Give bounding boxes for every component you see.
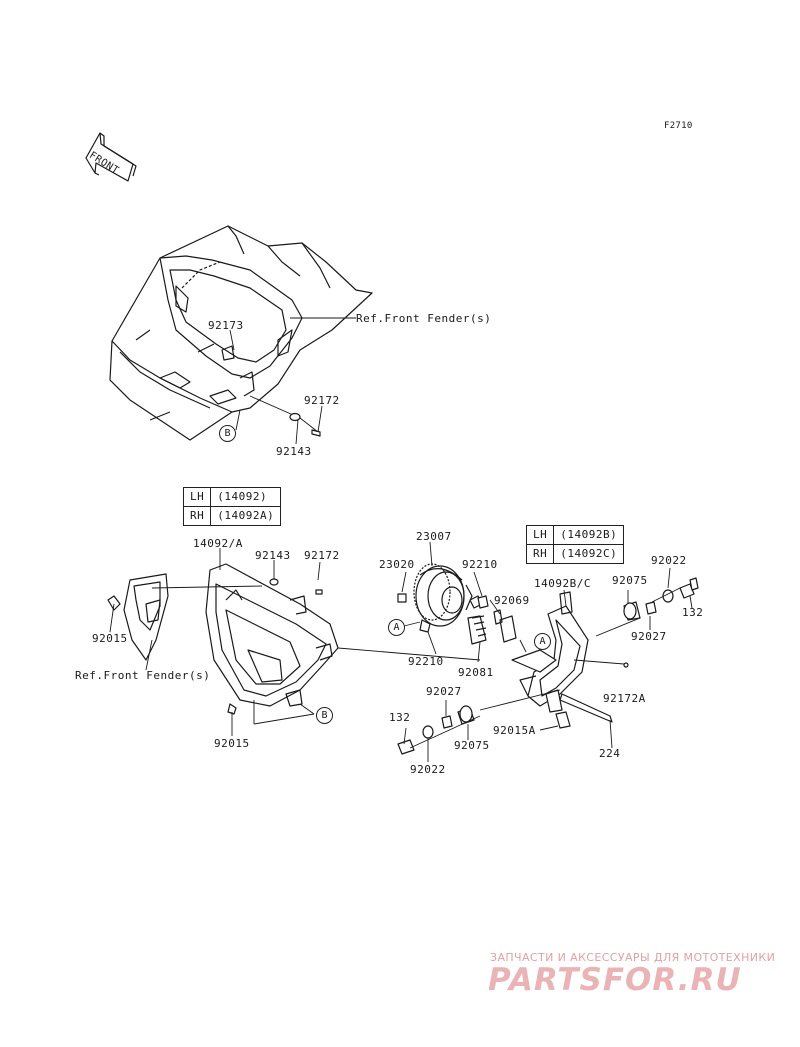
ref-circle-b-top: B bbox=[219, 425, 236, 442]
part-number-92022-bottom: 92022 bbox=[410, 763, 446, 776]
part-number-92143-top: 92143 bbox=[276, 445, 312, 458]
part-number-92173: 92173 bbox=[208, 319, 244, 332]
table-cell-part: (14092C) bbox=[553, 544, 625, 564]
table-row: RH (14092C) bbox=[525, 544, 625, 564]
parts-table-left: LH (14092) RH (14092A) bbox=[182, 487, 282, 526]
parts-table-right: LH (14092B) RH (14092C) bbox=[525, 525, 625, 564]
part-number-92015-bottom: 92015 bbox=[214, 737, 250, 750]
watermark-logo: PARTSFOR.RU bbox=[488, 962, 742, 998]
table-cell-part: (14092A) bbox=[210, 506, 282, 526]
ref-front-fender-left: Ref.Front Fender(s) bbox=[75, 669, 211, 682]
part-number-92210-bottom: 92210 bbox=[408, 655, 444, 668]
table-row: LH (14092) bbox=[182, 487, 282, 507]
part-number-92081: 92081 bbox=[458, 666, 494, 679]
headlight-cover-drawing bbox=[109, 225, 373, 441]
part-number-92172-mid: 92172 bbox=[304, 549, 340, 562]
table-cell-side: RH bbox=[182, 506, 212, 526]
headlight-bracket-drawing bbox=[511, 591, 613, 729]
ref-circle-b-mid: B bbox=[316, 707, 333, 724]
table-cell-side: LH bbox=[182, 487, 212, 507]
table-cell-part: (14092) bbox=[210, 487, 282, 507]
part-number-92015a: 92015A bbox=[493, 724, 536, 737]
part-number-14092b-c: 14092B/C bbox=[534, 577, 591, 590]
part-number-92027-top: 92027 bbox=[631, 630, 667, 643]
part-number-92172a: 92172A bbox=[603, 692, 646, 705]
part-number-92015-left: 92015 bbox=[92, 632, 128, 645]
table-row: RH (14092A) bbox=[182, 506, 282, 526]
ref-circle-a-left: A bbox=[388, 619, 405, 636]
part-number-14092-a: 14092/A bbox=[193, 537, 243, 550]
part-number-132-left: 132 bbox=[389, 711, 411, 724]
part-number-92022-top: 92022 bbox=[651, 554, 687, 567]
front-arrow-icon bbox=[85, 132, 137, 182]
part-number-132-right: 132 bbox=[682, 606, 704, 619]
part-number-92069: 92069 bbox=[494, 594, 530, 607]
part-number-92075-bottom: 92075 bbox=[454, 739, 490, 752]
part-number-224: 224 bbox=[599, 747, 621, 760]
part-number-23020: 23020 bbox=[379, 558, 415, 571]
mounting-bracket-drawing bbox=[107, 563, 339, 715]
part-number-92172-top: 92172 bbox=[304, 394, 340, 407]
part-number-92210-top: 92210 bbox=[462, 558, 498, 571]
table-cell-side: LH bbox=[525, 525, 555, 545]
part-number-92027-bottom: 92027 bbox=[426, 685, 462, 698]
table-cell-part: (14092B) bbox=[553, 525, 625, 545]
ref-front-fender-top: Ref.Front Fender(s) bbox=[356, 312, 492, 325]
watermark-tagline: ЗАПЧАСТИ И АКСЕССУАРЫ ДЛЯ МОТОТЕХНИКИ bbox=[490, 951, 776, 964]
figure-code: F2710 bbox=[664, 121, 693, 131]
part-number-92075-top: 92075 bbox=[612, 574, 648, 587]
headlight-unit-drawing bbox=[413, 563, 483, 633]
table-cell-side: RH bbox=[525, 544, 555, 564]
part-number-23007: 23007 bbox=[416, 530, 452, 543]
table-row: LH (14092B) bbox=[525, 525, 625, 545]
ref-circle-a-right: A bbox=[534, 633, 551, 650]
part-number-92143-mid: 92143 bbox=[255, 549, 291, 562]
